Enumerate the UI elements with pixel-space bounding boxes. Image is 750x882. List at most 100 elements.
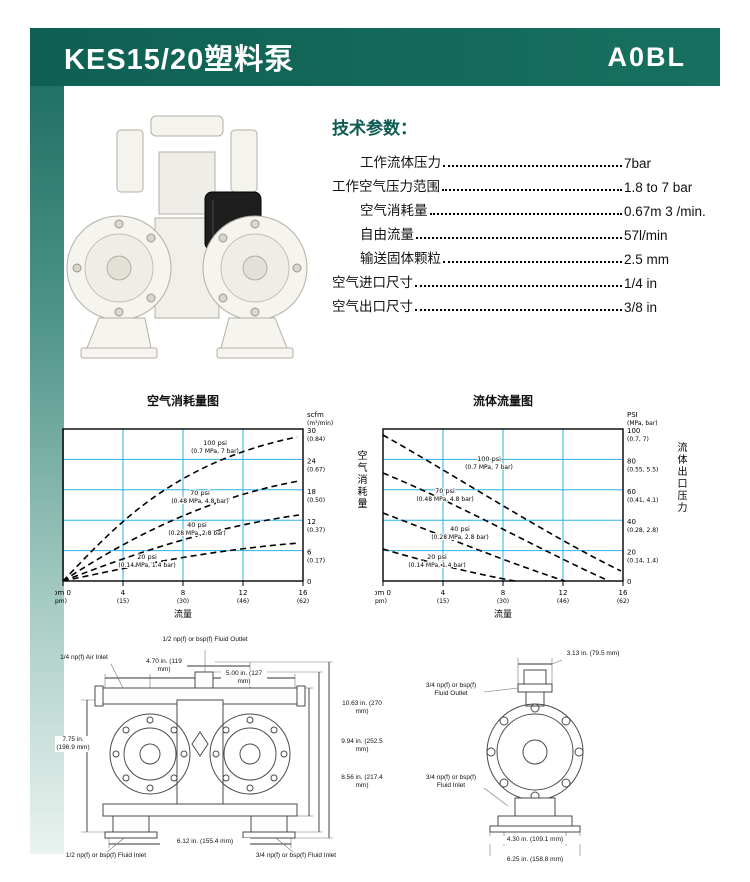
dim-width-500: 5.00 in. (127 mm) (221, 670, 267, 686)
grid-lines (383, 429, 623, 581)
fluid-outlet-callout: 1/2 np(f) or bsp(f) Fluid Outlet (162, 636, 248, 643)
left-chamber (66, 215, 172, 321)
front-pump-art (94, 671, 306, 839)
svg-text:12: 12 (307, 518, 316, 526)
svg-text:(lpm): (lpm) (55, 598, 67, 605)
curve-label: 70 psi (190, 489, 210, 497)
air-inlet-callout: 1/4 np(f) Air Inlet (60, 654, 108, 661)
svg-text:16: 16 (299, 589, 308, 597)
spec-value: 3/8 in (624, 300, 658, 315)
curve-label-sub: (0.28 MPa, 2.8 bar) (431, 534, 488, 541)
svg-text:scfm: scfm (307, 411, 324, 419)
svg-text:12: 12 (239, 589, 248, 597)
dotted-leader (416, 237, 622, 239)
svg-text:30: 30 (307, 427, 316, 435)
side-view-drawing: 3.13 in. (79.5 mm) 3/4 np(f) or bsp(f) F… (420, 640, 660, 868)
svg-text:20: 20 (627, 549, 636, 557)
dotted-leader (442, 189, 622, 191)
svg-text:(0.50): (0.50) (307, 497, 325, 504)
svg-text:gpm 0: gpm 0 (55, 589, 71, 597)
svg-text:(0.37): (0.37) (307, 527, 325, 534)
svg-text:流量: 流量 (494, 608, 512, 620)
dim-depth-313: 3.13 in. (79.5 mm) (562, 650, 624, 658)
chart-title: 流体流量图 (472, 394, 533, 408)
air-consumption-chart: 空气消耗量图 100 psi (0.7 MPa, 7 bar) 70 psi (55, 392, 385, 623)
specs-section: 技术参数： 工作流体压力 7bar 工作空气压力范围 1.8 to 7 bar … (332, 114, 720, 315)
svg-text:(m³/min): (m³/min) (307, 420, 333, 427)
svg-text:(15): (15) (437, 598, 449, 605)
curve-label-sub: (0.14 MPa, 1.4 bar) (408, 562, 465, 569)
air-consumption-plot: 100 psi (0.7 MPa, 7 bar) 70 psi (0.48 MP… (55, 411, 333, 620)
spec-label: 工作流体压力 (360, 155, 441, 170)
svg-text:60: 60 (627, 488, 636, 496)
fluid-outlet-callout: 3/4 np(f) or bsp(f) Fluid Outlet (425, 682, 477, 697)
spec-value: 7bar (624, 156, 652, 171)
spec-label: 自由流量 (360, 227, 414, 242)
spec-row: 空气出口尺寸 3/8 in (332, 291, 720, 315)
svg-text:(0.67): (0.67) (307, 466, 325, 473)
y-axis-labels: PSI (MPa, bar) 100 (0.7, 7) 80 (0.55, 5.… (627, 411, 658, 586)
spec-label: 输送固体颗粒 (360, 251, 441, 266)
x-axis-labels: gpm 0 (lpm) 4 (15) 8 (30) 12 (46) 16 (62… (375, 581, 629, 620)
curve-label: 100 psi (203, 439, 227, 447)
curve-label: 40 psi (187, 521, 207, 529)
spec-row: 工作空气压力范围 1.8 to 7 bar (332, 171, 720, 195)
svg-text:PSI: PSI (627, 411, 638, 419)
spec-value: 1.8 to 7 bar (624, 180, 693, 195)
spec-row: 工作流体压力 7bar (332, 147, 720, 171)
curve-label: 100 psi (477, 455, 501, 463)
dotted-leader (443, 165, 622, 167)
svg-text:(lpm): (lpm) (375, 598, 387, 605)
spec-label: 空气消耗量 (360, 203, 428, 218)
svg-text:12: 12 (559, 589, 568, 597)
svg-text:100: 100 (627, 427, 640, 435)
spec-value: 1/4 in (624, 276, 658, 291)
side-pump-art (486, 669, 584, 833)
y-axis-name: 流体出口压力 (675, 442, 686, 514)
spec-row: 输送固体颗粒 2.5 mm (332, 243, 720, 267)
fluid-inlet-right-callout: 3/4 np(f) or bsp(f) Fluid Inlet (255, 852, 337, 859)
svg-text:gpm 0: gpm 0 (375, 589, 391, 597)
svg-text:(30): (30) (177, 598, 189, 605)
spec-row: 空气消耗量 0.67m 3 /min. (332, 195, 720, 219)
spec-label: 工作空气压力范围 (332, 179, 440, 194)
dim-height-775: 7.75 in. (196.9 mm) (55, 736, 91, 752)
dim-width-470: 4.70 in. (119 mm) (141, 658, 187, 674)
curve-label-sub: (0.28 MPa, 2.8 bar) (168, 530, 225, 537)
x-axis-labels: gpm 0 (lpm) 4 (15) 8 (30) 12 (46) 16 (62… (55, 581, 309, 620)
svg-text:0: 0 (627, 578, 631, 586)
y-axis-labels: scfm (m³/min) 30 (0.84) 24 (0.67) 18 (0.… (307, 411, 333, 586)
dotted-leader (443, 261, 622, 263)
curve-label-sub: (0.7 MPa, 7 bar) (465, 464, 513, 471)
spec-row: 空气进口尺寸 1/4 in (332, 267, 720, 291)
spec-value: 2.5 mm (624, 252, 670, 267)
svg-text:0: 0 (307, 578, 311, 586)
spec-label: 空气出口尺寸 (332, 299, 413, 314)
svg-text:(62): (62) (297, 598, 309, 605)
svg-text:4: 4 (441, 589, 446, 597)
curve-label-sub: (0.7 MPa, 7 bar) (191, 448, 239, 455)
dotted-leader (415, 309, 622, 311)
svg-text:(0.41, 4.1): (0.41, 4.1) (627, 497, 658, 504)
spec-value: 0.67m 3 /min. (624, 204, 706, 219)
right-chamber (202, 215, 308, 321)
dim-height-994: 9.94 in. (252.5 mm) (335, 738, 389, 754)
header-bar: KES15/20塑料泵 A0BL (30, 28, 720, 86)
curve-label: 70 psi (435, 487, 455, 495)
fluid-flow-chart: 流体流量图 100 psi (0.7 MPa, 7 bar) 70 psi (375, 392, 705, 623)
svg-text:(30): (30) (497, 598, 509, 605)
svg-text:40: 40 (627, 518, 636, 526)
front-view-drawing: 1/2 np(f) or bsp(f) Fluid Outlet 1/4 np(… (55, 636, 390, 872)
svg-text:8: 8 (181, 589, 185, 597)
curve-label: 20 psi (137, 553, 157, 561)
fluid-flow-plot: 100 psi (0.7 MPa, 7 bar) 70 psi (0.48 MP… (375, 411, 658, 620)
model-code: A0BL (607, 41, 686, 72)
curve-label: 20 psi (427, 553, 447, 561)
pressure-curves (382, 434, 622, 582)
pump-feet (80, 317, 294, 359)
svg-text:(62): (62) (617, 598, 629, 605)
chart-title: 空气消耗量图 (146, 394, 219, 408)
dim-width-625: 6.25 in. (158.8 mm) (482, 856, 588, 864)
grid-lines (63, 429, 303, 581)
